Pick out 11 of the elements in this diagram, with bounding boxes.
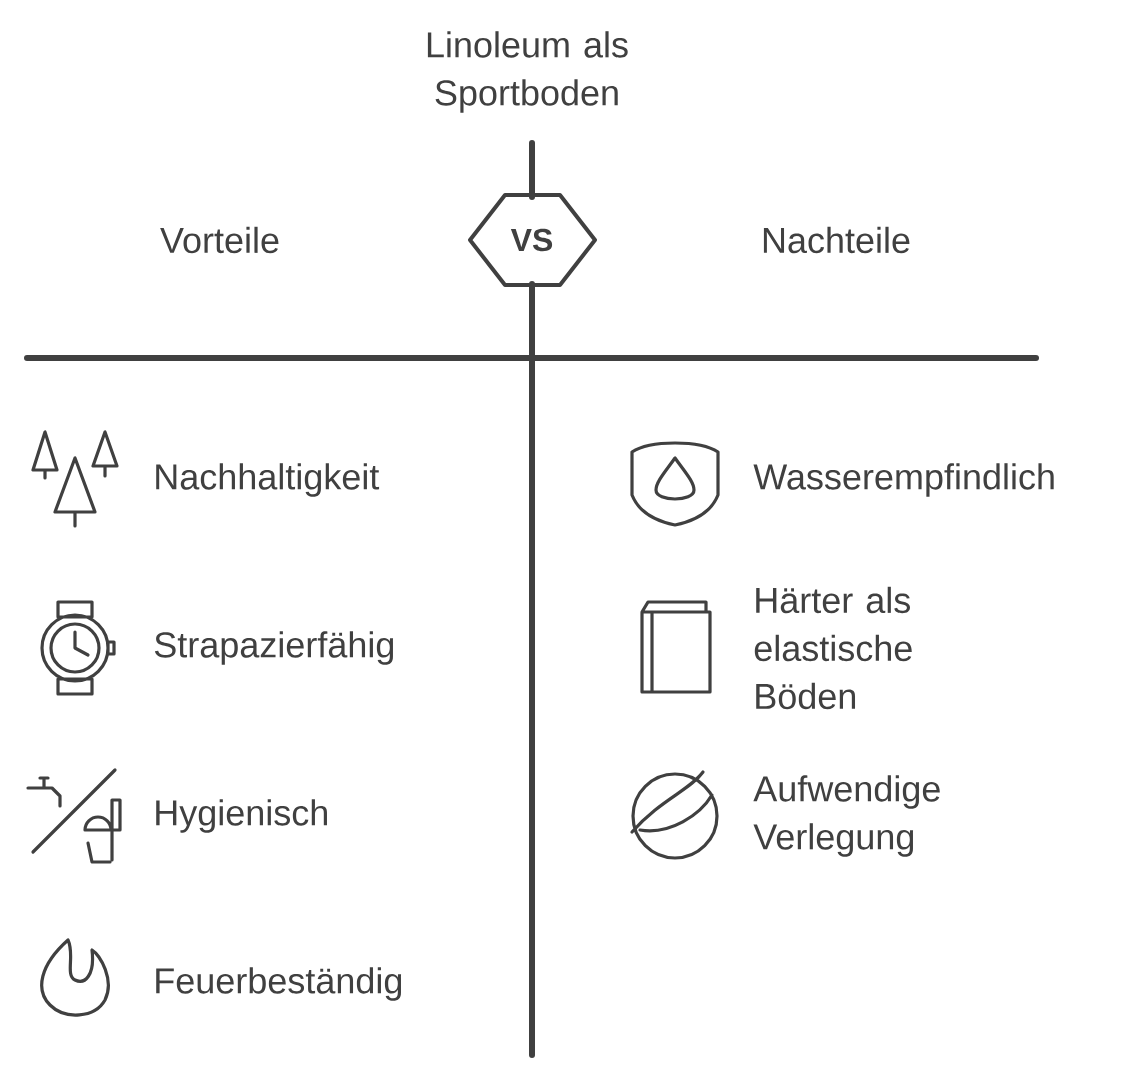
item-text: Hygienisch — [156, 799, 327, 833]
vs-badge: VS — [468, 193, 597, 287]
item-text: Feuerbeständig — [156, 967, 402, 1001]
item-text: Nachhaltigkeit — [156, 463, 380, 497]
title: Linoleum als Sportboden — [427, 31, 628, 113]
column-heading: Vorteile — [160, 226, 279, 254]
item-text: Wasserempfindlich — [753, 463, 1054, 497]
column-heading: Nachteile — [763, 226, 910, 254]
item-text: Aufwendige Verlegung — [753, 775, 940, 857]
item-text: Härter als elastische Böden — [754, 586, 912, 710]
item-text: Strapazierfähig — [154, 631, 394, 665]
